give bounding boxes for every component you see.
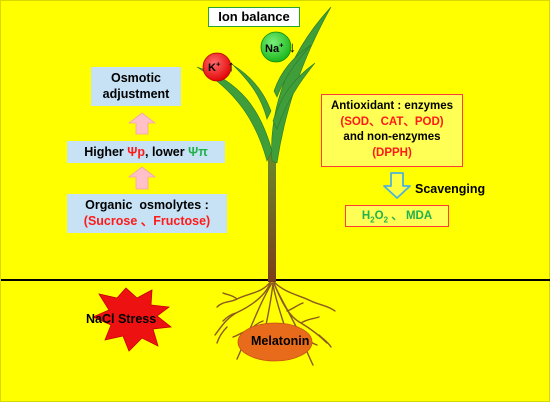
ros-rest: 、 MDA — [388, 210, 433, 222]
sodium-ion-icon — [260, 31, 292, 63]
sodium-label: Na+ ↓ — [265, 39, 296, 56]
potassium-label: K+ ↑ — [208, 58, 235, 75]
water-potential-box: Higher Ψp, lower Ψπ — [67, 141, 225, 163]
antioxidant-box: Antioxidant : enzymes (SOD、CAT、POD) and … — [321, 94, 463, 167]
stress-label: NaCl Stress — [86, 312, 157, 326]
organic-line2: (Sucrose 、Fructose) — [83, 214, 211, 228]
ros-sub1: 2 — [370, 215, 375, 225]
antioxidant-line3: and non-enzymes — [343, 131, 441, 143]
organic-line1: Organic osmolytes : — [85, 198, 209, 212]
potassium-trend-icon: ↑ — [227, 58, 236, 75]
antioxidant-line2: (SOD、CAT、POD) — [340, 115, 444, 128]
ion-balance-label: Ion balance — [218, 9, 290, 24]
antioxidant-line1: Antioxidant : enzymes — [330, 100, 454, 112]
potassium-symbol: K — [208, 62, 216, 74]
stress-star-icon — [92, 287, 173, 352]
osmotic-line1: Osmotic — [110, 71, 161, 85]
scavenging-label: Scavenging — [415, 182, 486, 196]
sodium-charge: + — [279, 40, 284, 50]
psi-p: Ψp — [127, 145, 146, 159]
psi-pi: Ψπ — [188, 145, 208, 159]
psi-prefix: Higher — [84, 145, 128, 159]
sodium-trend-icon: ↓ — [288, 39, 297, 56]
ros-sub2: 2 — [383, 215, 389, 225]
ros-h: H — [361, 210, 371, 222]
psi-middle: , lower — [145, 145, 189, 159]
potassium-charge: + — [215, 59, 221, 69]
ros-o: O — [374, 210, 384, 222]
pink-up-arrows — [127, 112, 157, 190]
plant-stem — [268, 151, 276, 282]
antioxidant-line4: (DPPH) — [372, 146, 412, 159]
osmotic-line2: adjustment — [102, 87, 170, 101]
melatonin-label: Melatonin — [251, 334, 310, 348]
melatonin-ellipse — [237, 322, 313, 362]
organic-osmolytes-box: Organic osmolytes : (Sucrose 、Fructose) — [67, 194, 227, 233]
osmotic-adjustment-box: Osmotic adjustment — [91, 67, 181, 106]
ion-balance-box: Ion balance — [208, 7, 300, 27]
plant-leaves — [196, 6, 332, 164]
scavenging-arrow-icon — [383, 172, 411, 199]
sodium-symbol: Na — [265, 43, 280, 55]
ros-box: H2O2 、 MDA — [345, 205, 449, 227]
potassium-ion-icon — [202, 52, 232, 82]
